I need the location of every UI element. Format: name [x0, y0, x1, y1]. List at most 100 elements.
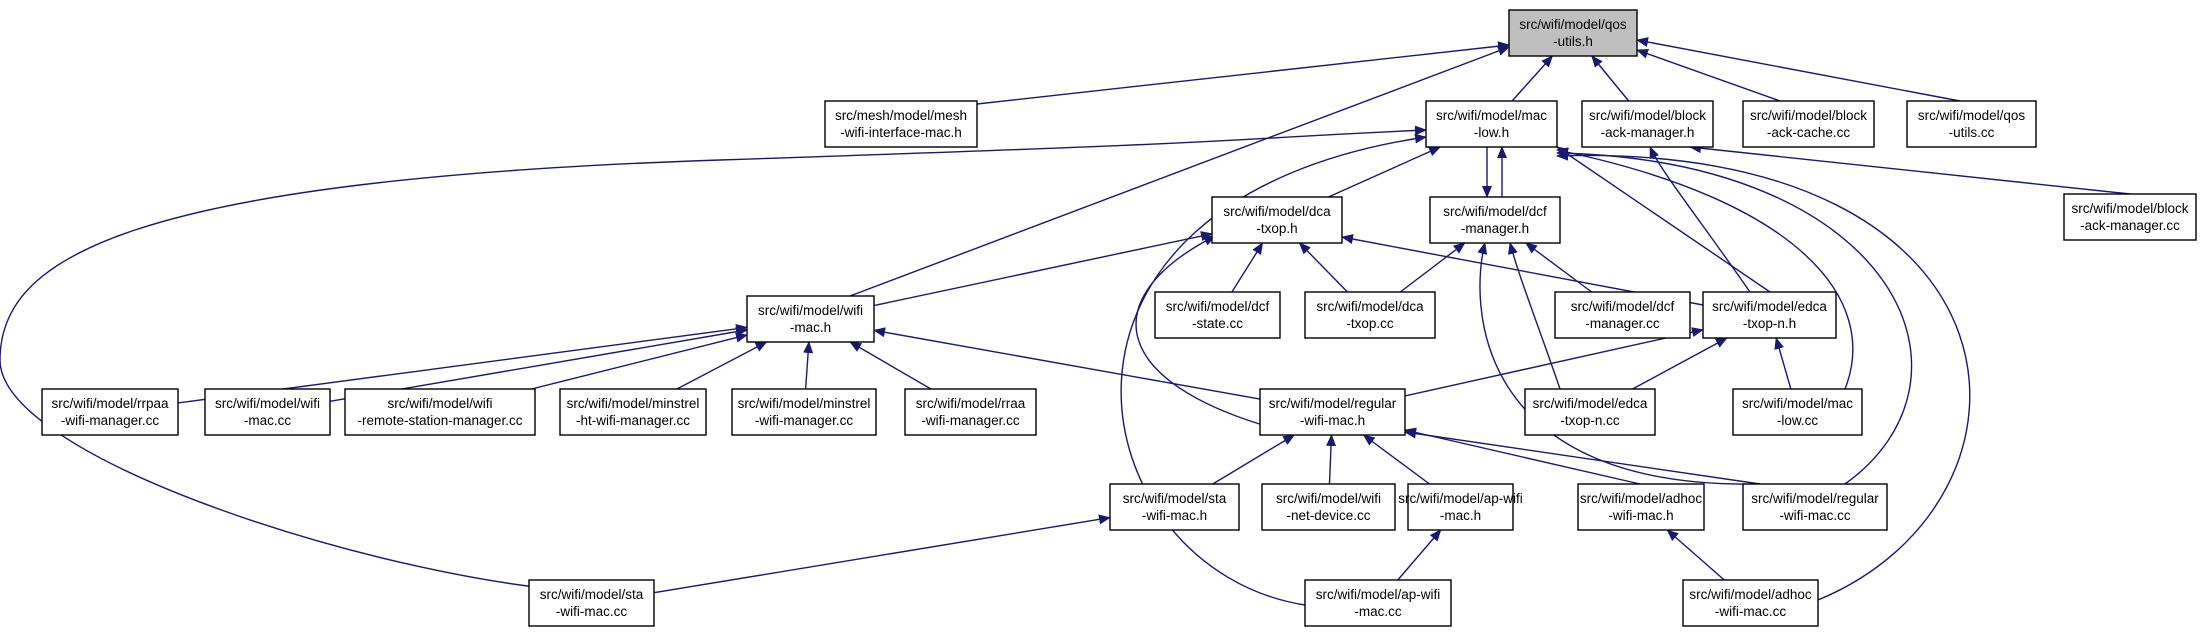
edge-regular-h-to-edcan-h [1404, 327, 1704, 397]
node-label-line: -state.cc [1192, 316, 1243, 331]
edge-adhoc-cc-to-maclow-h [1556, 150, 1971, 601]
node-dca-cc[interactable]: src/wifi/model/dca-txop.cc [1304, 291, 1436, 339]
node-adhoc-h[interactable]: src/wifi/model/adhoc-wifi-mac.h [1577, 483, 1705, 531]
node-mht-cc[interactable]: src/wifi/model/minstrel -ht-wifi-manager.… [559, 388, 707, 436]
node-label-line: src/wifi/model/minstrel [567, 396, 700, 411]
edge-edcan-cc-to-dcfmgr-h [1508, 242, 1561, 390]
edge-qos-cc-to-qos-h [1636, 37, 1961, 102]
node-box [1425, 100, 1558, 148]
node-label-line: -mac.h [790, 320, 831, 335]
node-box [2063, 193, 2197, 241]
edge-dcfstate-cc-to-dca-h [1231, 242, 1264, 293]
edge-wifimac-h-to-qos-h [849, 46, 1510, 297]
node-label-line: src/wifi/model/dca [1223, 204, 1331, 219]
node-label-line: -utils.h [1553, 34, 1593, 49]
node-dca-h[interactable]: src/wifi/model/dca -txop.h [1211, 196, 1343, 244]
node-rrpaa-cc[interactable]: src/wifi/model/rrpaa -wifi-manager.cc [41, 388, 179, 436]
node-label-line: -utils.cc [1949, 125, 1995, 140]
edge-mht-cc-to-wifimac-h [676, 341, 768, 390]
node-ap-cc[interactable]: src/wifi/model/ap-wifi-mac.cc [1304, 579, 1452, 627]
edge-dca-cc-to-dcfmgr-h [1399, 242, 1466, 293]
node-label-line: src/wifi/model/mac [1742, 396, 1853, 411]
node-label-line: -ack-manager.h [1601, 125, 1695, 140]
node-qos-h[interactable]: src/wifi/model/qos-utils.h [1508, 9, 1638, 57]
node-mesh-h[interactable]: src/mesh/model/mesh-wifi-interface-mac.h [824, 100, 978, 148]
node-label-line: -wifi-mac.cc [556, 604, 627, 619]
node-box [1259, 388, 1406, 436]
node-box [528, 579, 655, 627]
node-dcfstate-cc[interactable]: src/wifi/model/dcf-state.cc [1154, 291, 1281, 339]
node-box [746, 295, 875, 343]
edge-dca-cc-to-dca-h [1298, 242, 1348, 293]
edge-regular-h-to-wifimac-h [873, 327, 1261, 400]
node-bamgr-cc[interactable]: src/wifi/model/block-ack-manager.cc [2063, 193, 2197, 241]
node-edcan-h[interactable]: src/wifi/model/edca-txop-n.h [1702, 291, 1837, 339]
node-label-line: -wifi-mac.cc [1715, 604, 1786, 619]
node-box [1261, 483, 1396, 531]
node-label-line: -low.h [1474, 125, 1509, 140]
node-label-line: -wifi-mac.cc [1779, 508, 1850, 523]
node-label-line: -wifi-interface-mac.h [840, 125, 962, 140]
node-label-line: src/wifi/model/rrpaa [51, 396, 169, 411]
node-rsm-cc[interactable]: src/wifi/model/wifi-remote-station-manag… [344, 388, 536, 436]
node-regular-cc[interactable]: src/wifi/model/regular-wifi-mac.cc [1742, 483, 1888, 531]
node-sta-h[interactable]: src/wifi/model/sta-wifi-mac.h [1109, 483, 1240, 531]
node-label-line: src/wifi/model/rraa [916, 396, 1026, 411]
node-bacache-cc[interactable]: src/wifi/model/block -ack-cache.cc [1742, 100, 1875, 148]
node-label-line: src/wifi/model/dcf [1443, 204, 1547, 219]
node-maclow-h[interactable]: src/wifi/model/mac -low.h [1425, 100, 1558, 148]
node-label-line: -ack-cache.cc [1767, 125, 1851, 140]
node-rraa-cc[interactable]: src/wifi/model/rraa-wifi-manager.cc [904, 388, 1037, 436]
node-label-line: -manager.cc [1585, 316, 1660, 331]
node-label-line: -txop.h [1256, 221, 1297, 236]
node-sta-cc[interactable]: src/wifi/model/sta -wifi-mac.cc [528, 579, 655, 627]
node-label-line: src/wifi/model/minstrel [738, 396, 871, 411]
node-regular-h[interactable]: src/wifi/model/regular-wifi-mac.h [1259, 388, 1406, 436]
node-label-line: src/wifi/model/adhoc [1689, 587, 1812, 602]
node-bamgr-h[interactable]: src/wifi/model/block-ack-manager.h [1581, 100, 1714, 148]
node-label-line: src/wifi/model/block [2071, 201, 2188, 216]
node-label-line: -wifi-mac.h [1300, 413, 1365, 428]
node-minstrel-cc[interactable]: src/wifi/model/minstrel -wifi-manager.cc [731, 388, 877, 436]
node-label-line: src/wifi/model/ap-wifi [1398, 491, 1523, 506]
edge-rraa-cc-to-wifimac-h [849, 341, 932, 390]
edge-rsm-cc-to-wifimac-h [531, 332, 748, 390]
node-netdev-cc[interactable]: src/wifi/model/wifi-net-device.cc [1261, 483, 1396, 531]
edge-wifimac-h-to-dca-h [873, 231, 1213, 307]
node-label-line: src/wifi/model/block [1750, 108, 1867, 123]
edge-regular-cc-to-dcfmgr-h [1477, 242, 1761, 485]
node-maclow-cc[interactable]: src/wifi/model/mac-low.cc [1732, 388, 1863, 436]
node-box [1581, 100, 1714, 148]
edge-sta-h-to-regular-h [1212, 434, 1296, 485]
node-box [731, 388, 877, 436]
edge-netdev-cc-to-regular-h [1326, 434, 1337, 485]
node-label-line: src/wifi/model/sta [540, 587, 644, 602]
node-wifimac-cc[interactable]: src/wifi/model/wifi-mac.cc [204, 388, 331, 436]
node-label-line: -mac.h [1440, 508, 1481, 523]
node-dcfmgr-cc[interactable]: src/wifi/model/dcf-manager.cc [1554, 291, 1691, 339]
node-box [204, 388, 331, 436]
node-box [1524, 388, 1656, 436]
node-wifimac-h[interactable]: src/wifi/model/wifi-mac.h [746, 295, 875, 343]
node-label-line: src/wifi/model/edca [1712, 299, 1827, 314]
node-label-line: src/wifi/model/wifi [215, 396, 320, 411]
node-edcan-cc[interactable]: src/wifi/model/edca-txop-n.cc [1524, 388, 1656, 436]
nodes: src/wifi/model/qos-utils.h src/mesh/model… [41, 9, 2197, 627]
edge-bamgr-h-to-qos-h [1591, 55, 1630, 102]
node-qos-cc[interactable]: src/wifi/model/qos-utils.cc [1906, 100, 2037, 148]
edge-sta-cc-to-maclow-h [0, 125, 1427, 593]
node-box [1702, 291, 1837, 339]
edge-maclow-cc-to-maclow-h [1556, 147, 1854, 390]
node-label-line: -wifi-manager.cc [755, 413, 854, 428]
node-ap-h[interactable]: src/wifi/model/ap-wifi -mac.h [1398, 483, 1523, 531]
node-label-line: -ht-wifi-manager.cc [576, 413, 690, 428]
node-box [559, 388, 707, 436]
node-adhoc-cc[interactable]: src/wifi/model/adhoc -wifi-mac.cc [1682, 579, 1819, 627]
node-dcfmgr-h[interactable]: src/wifi/model/dcf -manager.h [1429, 196, 1561, 244]
node-label-line: src/wifi/model/ap-wifi [1316, 587, 1441, 602]
node-label-line: -manager.h [1461, 221, 1529, 236]
node-label-line: -wifi-manager.cc [61, 413, 160, 428]
edge-maclow-h-to-qos-h [1511, 55, 1554, 102]
node-label-line: src/wifi/model/mac [1436, 108, 1547, 123]
node-box [1154, 291, 1281, 339]
